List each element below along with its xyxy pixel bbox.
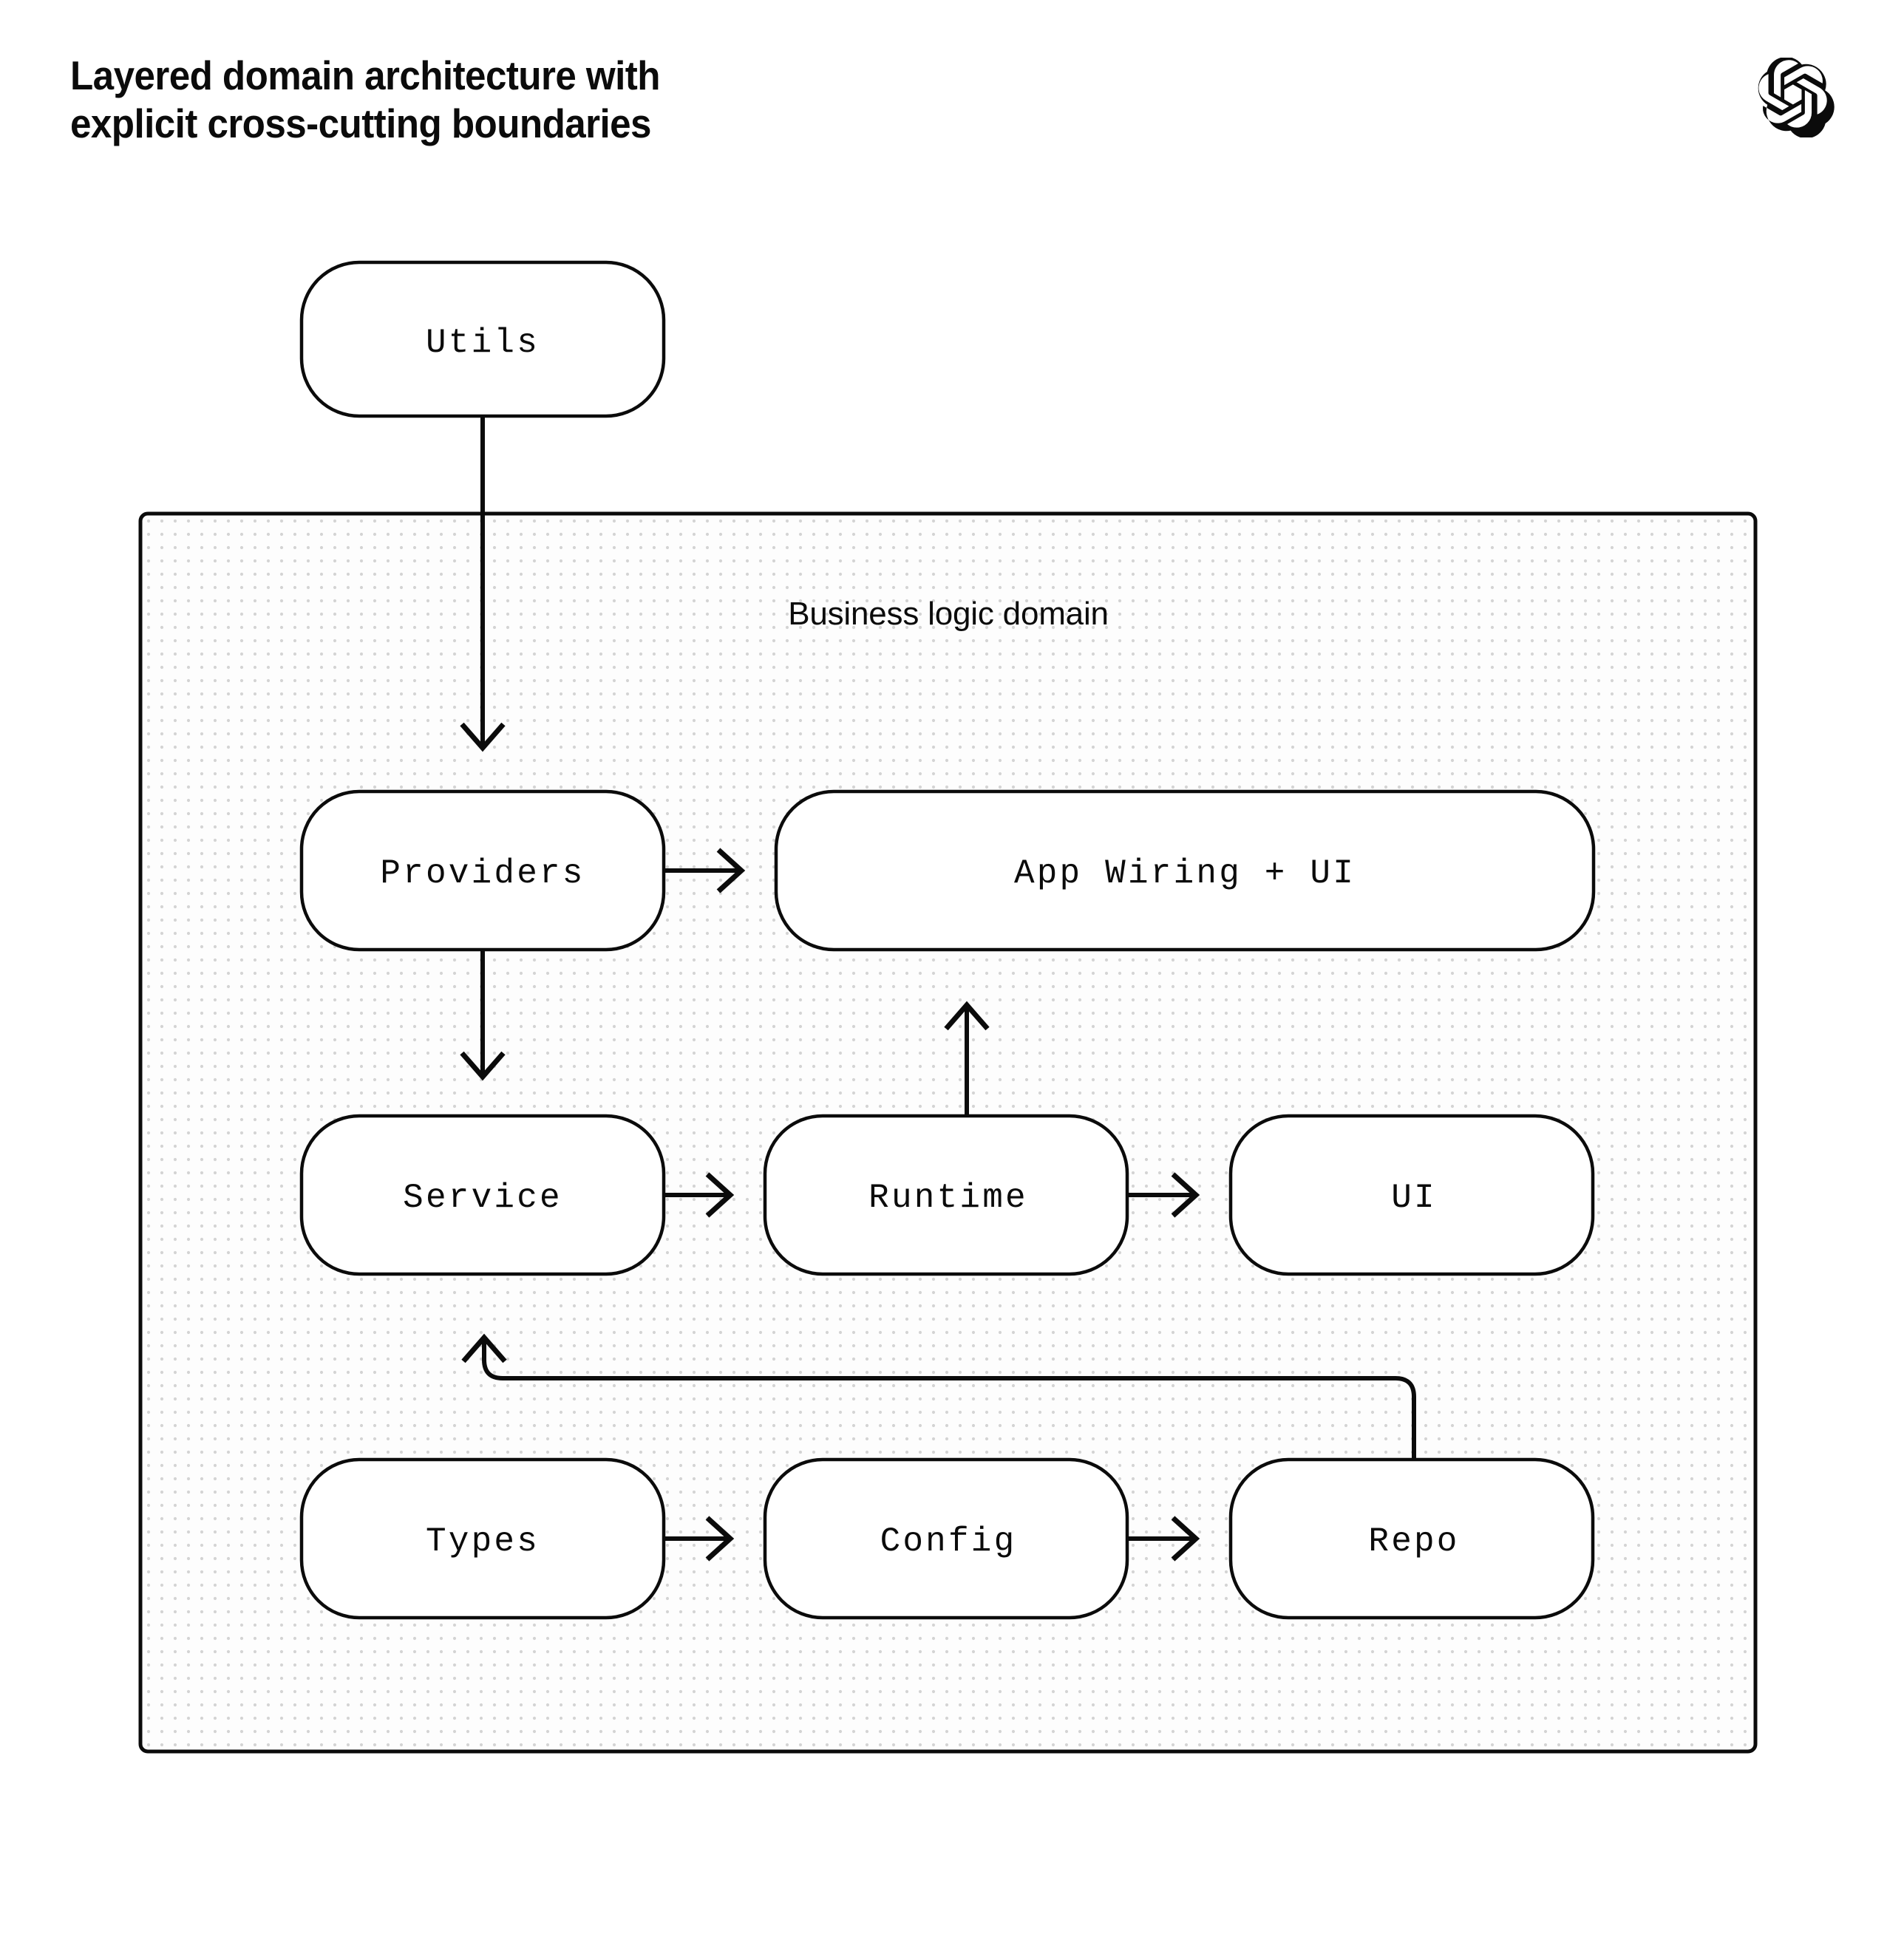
node-service-shape — [299, 1114, 666, 1276]
page-title-line-2: explicit cross-cutting boundaries — [70, 100, 651, 146]
node-ui-shape — [1228, 1114, 1595, 1276]
edge-runtime-to-ui — [1129, 1172, 1200, 1218]
edge-service-to-runtime — [665, 1172, 735, 1218]
node-config-shape — [763, 1457, 1129, 1620]
openai-logo — [1756, 56, 1836, 139]
node-ui-label: UI — [1391, 1179, 1437, 1217]
node-repo[interactable]: Repo — [1228, 1457, 1595, 1620]
node-app-wiring-ui-label: App Wiring + UI — [1014, 854, 1356, 893]
node-types-label: Types — [426, 1522, 540, 1561]
node-config-label: Config — [880, 1522, 1017, 1561]
edge-providers-to-service — [460, 951, 506, 1081]
node-utils[interactable]: Utils — [299, 260, 666, 418]
group-label-business-logic-domain: Business logic domain — [788, 596, 1109, 632]
node-runtime-shape — [763, 1114, 1129, 1276]
node-types-shape — [299, 1457, 666, 1620]
node-config[interactable]: Config — [763, 1457, 1129, 1620]
page-title-line-1: Layered domain architecture with — [70, 52, 660, 98]
node-providers[interactable]: Providers — [299, 789, 666, 952]
node-runtime-label: Runtime — [868, 1179, 1028, 1217]
edge-utils-to-providers — [460, 416, 506, 752]
edge-providers-to-app-wiring-ui — [665, 848, 746, 893]
node-app-wiring-ui[interactable]: App Wiring + UI — [774, 789, 1596, 952]
node-types[interactable]: Types — [299, 1457, 666, 1620]
node-utils-label: Utils — [426, 324, 540, 362]
edge-repo-to-service — [461, 1333, 1416, 1458]
node-repo-label: Repo — [1368, 1522, 1459, 1561]
node-repo-shape — [1228, 1457, 1595, 1620]
page-title: Layered domain architecture with explici… — [70, 52, 1105, 148]
node-app-wiring-ui-shape — [774, 789, 1596, 952]
node-ui[interactable]: UI — [1228, 1114, 1595, 1276]
edge-config-to-repo — [1129, 1516, 1200, 1562]
node-service[interactable]: Service — [299, 1114, 666, 1276]
node-providers-shape — [299, 789, 666, 952]
node-runtime[interactable]: Runtime — [763, 1114, 1129, 1276]
node-providers-label: Providers — [380, 854, 585, 893]
edge-types-to-config — [665, 1516, 735, 1562]
edge-runtime-to-app-wiring-ui — [944, 1001, 990, 1114]
node-service-label: Service — [403, 1179, 562, 1217]
